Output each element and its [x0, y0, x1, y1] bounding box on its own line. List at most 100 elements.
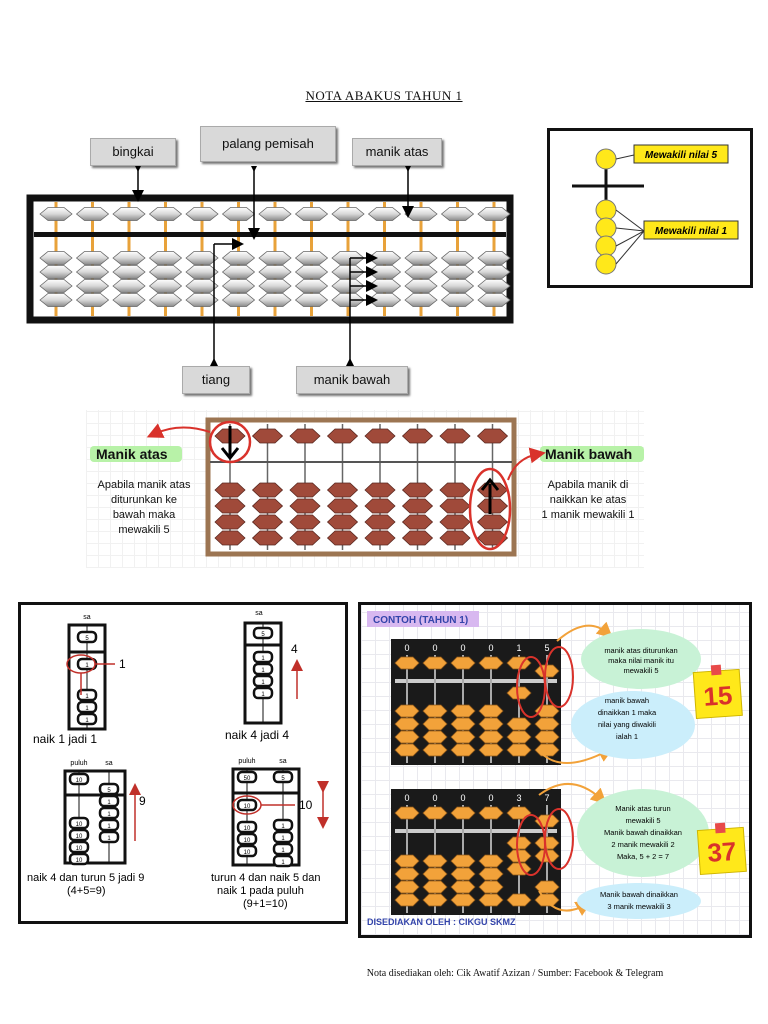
lower-bead [289, 530, 321, 546]
bead-label: 10 [76, 834, 83, 840]
sticky-number-15: 15 [702, 680, 733, 712]
note4-line1: Manik bawah dinaikkan [600, 890, 678, 899]
lower-bead [394, 730, 420, 744]
upper-bead [258, 207, 292, 221]
lower-bead [439, 530, 471, 546]
lower-bead [326, 498, 359, 514]
bead [98, 830, 120, 844]
upper-bead [450, 656, 476, 670]
lower-bead [450, 717, 476, 731]
lower-bead [39, 265, 73, 279]
note3-line4: 2 manik mewakili 2 [611, 840, 674, 849]
contoh-digit: 0 [432, 793, 437, 803]
upper-bead [367, 207, 402, 221]
highlight-circle [544, 808, 574, 870]
upper-bead [477, 207, 511, 221]
lower-bead [401, 498, 434, 514]
bead [252, 650, 274, 664]
upper-bead [422, 656, 448, 670]
bead-label: 10 [244, 804, 251, 810]
lower-bead [422, 880, 448, 894]
upper-bead [294, 207, 329, 221]
lower-bead [214, 498, 246, 514]
note1-line1: manik atas diturunkan [604, 646, 677, 655]
ex3-sa: sa [105, 760, 113, 767]
lower-bead [477, 293, 511, 307]
ex4-number: 10 [299, 798, 313, 812]
bead-label: 1 [107, 800, 111, 806]
lower-bead [450, 880, 476, 894]
bead-label: 1 [261, 680, 265, 686]
upper-bead [476, 428, 509, 444]
note1-line2: maka nilai manik itu [608, 656, 674, 665]
ex3-number: 9 [139, 794, 146, 808]
lower-bead [394, 867, 420, 881]
bead [76, 688, 98, 702]
bead [98, 782, 120, 796]
bead [76, 712, 98, 726]
lower-bead [478, 880, 504, 894]
lower-bead [148, 279, 183, 293]
bead-label: 10 [244, 850, 251, 856]
lower-bead [394, 854, 420, 868]
lower-bead [185, 279, 219, 293]
lower-bead [294, 279, 329, 293]
upper-bead [394, 806, 420, 820]
lower-bead [251, 530, 284, 546]
legend-bottom-label: Mewakili nilai 1 [655, 226, 728, 237]
lower-bead [294, 293, 329, 307]
lower-bead [258, 293, 292, 307]
lower-bead [112, 293, 146, 307]
label-manik-bawah: manik bawah [296, 366, 408, 394]
upper-bead [478, 806, 504, 820]
bead [68, 816, 90, 830]
lower-bead [221, 251, 256, 265]
lower-bead [477, 279, 511, 293]
lower-bead [148, 251, 183, 265]
bead [252, 626, 274, 640]
label-manik-atas: manik atas [352, 138, 442, 166]
bead [68, 772, 90, 786]
bead [76, 700, 98, 714]
lower-bead [440, 251, 475, 265]
bead [236, 798, 258, 812]
note3-line3: Manik bawah dinaikkan [604, 828, 682, 837]
contoh-digit: 5 [544, 643, 549, 653]
label-tiang: tiang [182, 366, 250, 394]
upper-bead [75, 207, 110, 221]
upper-bead [112, 207, 146, 221]
lower-bead [326, 530, 359, 546]
bead [252, 662, 274, 676]
lower-bead [364, 530, 396, 546]
lower-bead [450, 867, 476, 881]
abacus-frame [63, 769, 127, 865]
ex2-caption: naik 4 jadi 4 [225, 728, 289, 742]
bead-label: 10 [244, 838, 251, 844]
upper-bead [440, 207, 475, 221]
lower-bead [326, 482, 359, 498]
bead [98, 794, 120, 808]
lower-bead [148, 265, 183, 279]
ex1-sa: sa [83, 614, 91, 621]
lower-bead [394, 893, 420, 907]
lower-bead [221, 265, 256, 279]
ex1-caption: naik 1 jadi 1 [33, 732, 97, 746]
lower-bead [478, 730, 504, 744]
upper-bead [251, 428, 284, 444]
lower-bead [39, 251, 73, 265]
lower-bead [478, 717, 504, 731]
lower-bead [294, 265, 329, 279]
lower-bead [450, 704, 476, 718]
lower-bead [289, 498, 321, 514]
bead [272, 842, 294, 856]
manik-bawah-title: Manik bawah [545, 446, 633, 462]
lower-bead [506, 849, 532, 863]
lower-bead [506, 893, 532, 907]
bead [68, 828, 90, 842]
lower-bead [75, 251, 110, 265]
lower-bead [478, 743, 504, 757]
lower-bead [185, 293, 219, 307]
bead-label: 10 [76, 778, 83, 784]
bead-label: 1 [261, 692, 265, 698]
